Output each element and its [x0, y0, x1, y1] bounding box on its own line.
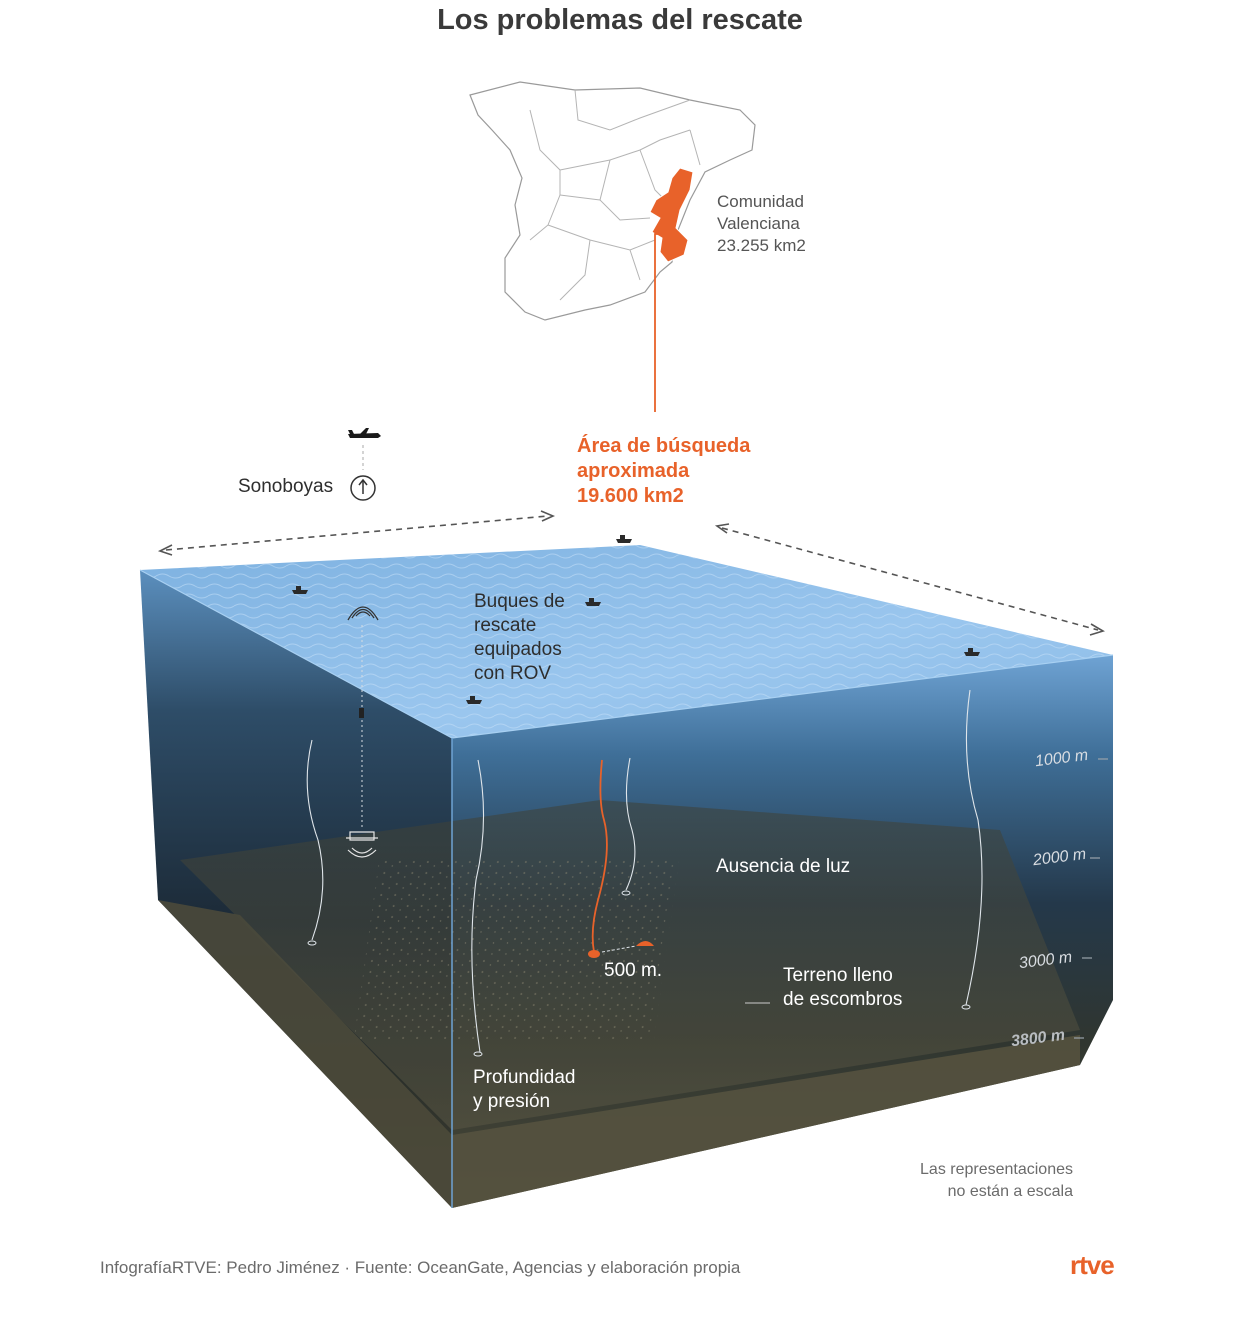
map-region-label: Comunidad Valenciana 23.255 km2 — [717, 191, 806, 257]
spain-map — [469, 81, 756, 321]
rov-cables — [306, 689, 983, 1053]
pressure-line1: Profundidad — [473, 1067, 576, 1088]
ships-label: Buques de rescate equipados con ROV — [474, 590, 565, 686]
region-name-line2: Valenciana — [717, 214, 800, 233]
credit-line: InfografíaRTVE: Pedro Jiménez · Fuente: … — [100, 1258, 741, 1277]
terrain-label: Terreno lleno de escombros — [783, 964, 902, 1012]
sonobuoy-drop-icon — [350, 475, 376, 501]
scale-note-line2: no están a escala — [947, 1183, 1073, 1200]
extent-arrows — [157, 510, 1105, 636]
debris-icons — [588, 941, 654, 958]
debris-distance-label: 500 m. — [604, 960, 663, 981]
ships-line1: Buques de — [474, 591, 565, 612]
no-light-label: Ausencia de luz — [716, 856, 851, 877]
region-area: 23.255 km2 — [717, 236, 806, 255]
rtve-logo: rtve — [1070, 1250, 1115, 1280]
pressure-line2: y presión — [473, 1091, 551, 1112]
ships-line4: con ROV — [474, 663, 552, 684]
search-area-line1: Área de búsqueda — [577, 435, 751, 457]
rov-cable-orange — [591, 759, 608, 953]
depth-ticks — [1074, 758, 1108, 1039]
ships-line2: rescate — [474, 615, 537, 636]
page-title: Los problemas del rescate — [437, 4, 803, 36]
search-area-label: Área de búsqueda aproximada 19.600 km2 — [577, 434, 750, 509]
scale-note-line1: Las representaciones — [920, 1161, 1073, 1178]
scale-note: Las representaciones no están a escala — [860, 1159, 1073, 1203]
sonar-signal-icon — [347, 606, 379, 621]
airplane-icon — [348, 428, 381, 438]
terrain-line1: Terreno lleno — [783, 965, 893, 986]
search-area-value: 19.600 km2 — [577, 485, 684, 507]
sonobuoys-label: Sonoboyas — [238, 476, 334, 497]
region-name-line1: Comunidad — [717, 192, 804, 211]
hydrophone-icon — [346, 831, 378, 858]
valencia-region-shape — [649, 167, 694, 263]
seabed-floor — [158, 900, 452, 1208]
pressure-label: Profundidad y presión — [473, 1066, 575, 1114]
ship-icons — [292, 535, 980, 704]
terrain-line2: de escombros — [783, 989, 903, 1010]
leader-line — [654, 233, 664, 412]
ships-line3: equipados — [474, 639, 562, 660]
search-area-line2: aproximada — [577, 460, 690, 482]
